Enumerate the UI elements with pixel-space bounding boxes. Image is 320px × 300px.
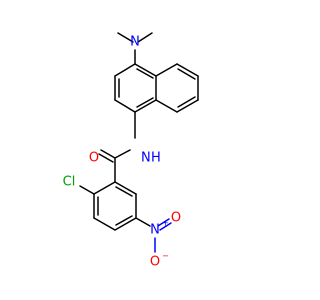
- nitro-oxygen-bottom-label: O: [150, 255, 160, 270]
- benzene-ring: [93, 181, 137, 231]
- naphthalene-ring-a: [114, 63, 157, 113]
- amine-nitrogen-label: N: [130, 35, 140, 50]
- amide-nitrogen-label: N: [141, 151, 151, 166]
- dimethylamino-group: [117, 32, 153, 65]
- chlorine-bond: [79, 185, 95, 195]
- naphthalene-ring-b: [155, 63, 199, 113]
- methyl-bond-right: [137, 32, 153, 43]
- nitro-oxygen-top-label: O: [171, 211, 181, 226]
- amide-hydrogen-label: H: [151, 151, 161, 166]
- methyl-bond-left: [117, 32, 134, 43]
- amide-linkage: [98, 111, 136, 183]
- nitro-oxygen-charge: −: [162, 252, 169, 261]
- molecule-structure: N N H O Cl N + O O −: [63, 32, 199, 270]
- nitro-group: [135, 217, 172, 253]
- nitro-nitrogen-charge: +: [162, 219, 169, 228]
- carbonyl-oxygen-label: O: [89, 151, 99, 166]
- nitro-nitrogen-label: N: [150, 223, 160, 238]
- chlorine-label: Cl: [63, 175, 76, 190]
